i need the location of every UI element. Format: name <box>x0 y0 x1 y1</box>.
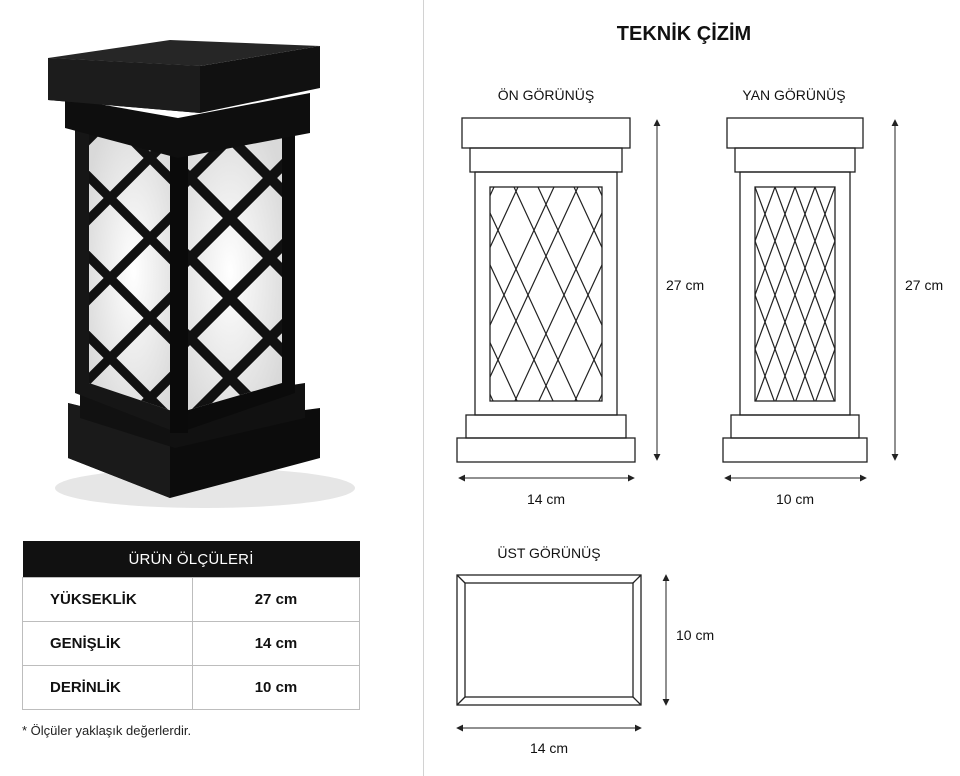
table-row: DERİNLİK 10 cm <box>22 665 360 710</box>
depth-value: 10 cm <box>192 665 360 710</box>
front-height-value: 27 cm <box>666 277 704 293</box>
side-width-value: 10 cm <box>776 491 814 507</box>
height-label: YÜKSEKLİK <box>22 577 193 622</box>
product-image <box>48 40 355 508</box>
side-view <box>722 117 868 463</box>
front-width-value: 14 cm <box>527 491 565 507</box>
top-depth-value: 10 cm <box>676 627 714 643</box>
footnote: * Ölçüler yaklaşık değerlerdir. <box>22 723 192 738</box>
front-view <box>456 117 636 463</box>
width-label: GENİŞLİK <box>22 621 193 666</box>
depth-label: DERİNLİK <box>22 665 193 710</box>
top-width-value: 14 cm <box>530 740 568 756</box>
side-height-value: 27 cm <box>905 277 943 293</box>
width-value: 14 cm <box>192 621 360 666</box>
side-view-label: YAN GÖRÜNÜŞ <box>742 86 845 103</box>
drawing-title: TEKNİK ÇİZİM <box>617 22 751 45</box>
divider <box>423 0 424 776</box>
table-row: YÜKSEKLİK 27 cm <box>22 577 360 622</box>
front-view-label: ÖN GÖRÜNÜŞ <box>498 86 594 103</box>
top-view <box>456 574 642 706</box>
table-row: GENİŞLİK 14 cm <box>22 621 360 666</box>
dimensions-table-title: ÜRÜN ÖLÇÜLERİ <box>22 541 360 578</box>
dimensions-table: ÜRÜN ÖLÇÜLERİ YÜKSEKLİK 27 cm GENİŞLİK 1… <box>22 541 360 710</box>
top-view-label: ÜST GÖRÜNÜŞ <box>497 544 600 561</box>
height-value: 27 cm <box>192 577 360 622</box>
technical-drawing: TEKNİK ÇİZİM ÖN GÖRÜNÜŞ 27 cm 14 cm YAN … <box>456 22 943 756</box>
